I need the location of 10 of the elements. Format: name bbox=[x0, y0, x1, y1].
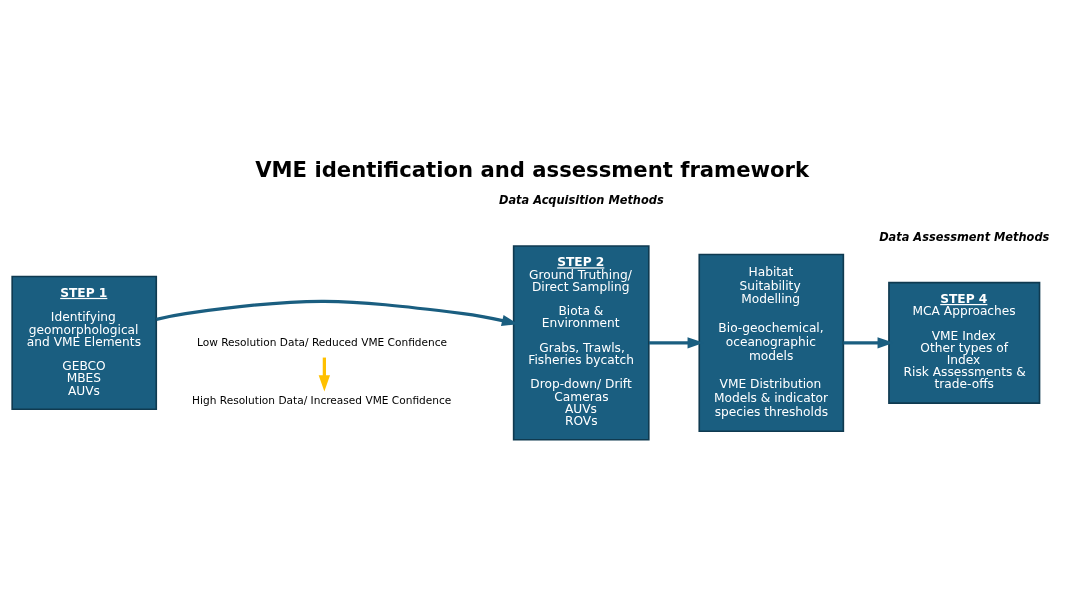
node-text: Low Resolution Data/ Reduced VME Confidence bbox=[196, 335, 448, 348]
arrow bbox=[318, 357, 331, 392]
label: Data Acquisition Methods bbox=[498, 193, 664, 208]
node-box: Habitat Suitability Modelling Bio-geochemical, oceanographic models VME Distribution Models & indicator species thresholds bbox=[698, 253, 845, 432]
node-box: STEP 4 MCA Approaches VME Index Other types of Index Risk Assessments & trade-offs bbox=[888, 281, 1041, 404]
node-box: STEP 1 Identifying geomorphological and VME Elements GEBCO MBES AUVs bbox=[11, 275, 158, 411]
node-box: STEP 2 Ground Truthing/ Direct Sampling Biota & Environment Grabs, Trawls, Fisheries bycatch Drop-down/ Drift Cameras AUVs ROVs bbox=[512, 245, 650, 441]
diagram-title: VME identification and assessment framework bbox=[255, 156, 810, 182]
label: Data Assessment Methods bbox=[879, 229, 1050, 244]
node-text: High Resolution Data/ Increased VME Confidence bbox=[192, 394, 452, 407]
